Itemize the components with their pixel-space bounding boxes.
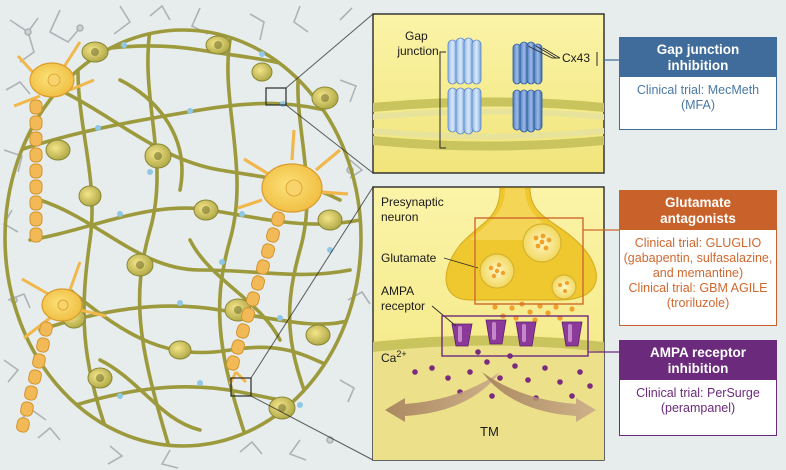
tm-arrows xyxy=(385,372,596,422)
neuron-icon xyxy=(13,41,349,433)
ampa-box: AMPA receptor inhibition Clinical trial:… xyxy=(619,340,777,436)
gap-junction-panel: Gap junction Cx43 xyxy=(372,13,605,174)
connexon-icon xyxy=(447,37,482,135)
ampa-highlight xyxy=(441,315,589,357)
background-astrocytes xyxy=(2,4,371,469)
gap-junction-title: Gap junction inhibition xyxy=(620,38,776,77)
glutamate-trials: Clinical trial: GLUGLIO (gabapentin, sul… xyxy=(623,236,773,310)
glutamate-highlight xyxy=(474,217,584,305)
tumor-network xyxy=(3,28,363,448)
glutamate-box: Glutamate antagonists Clinical trial: GL… xyxy=(619,190,777,326)
zoom-marker-synapse xyxy=(230,377,252,397)
cx43-label: Cx43 xyxy=(562,51,590,65)
glutamate-label: Glutamate xyxy=(381,251,437,265)
gap-junction-trial: Clinical trial: MecMeth (MFA) xyxy=(636,83,760,112)
zoom-marker-gap xyxy=(265,87,287,106)
ampa-title: AMPA receptor inhibition xyxy=(620,341,776,380)
tm-label: TM xyxy=(480,424,499,439)
ampa-trial: Clinical trial: PerSurge (perampanel) xyxy=(636,386,760,415)
calcium-label: Ca2+ xyxy=(381,349,407,365)
ampa-receptor-label: AMPA receptor xyxy=(381,284,425,313)
gap-junction-label: Gap junction xyxy=(396,29,438,58)
synapse-panel: Presynaptic neuron Glutamate AMPA recept… xyxy=(372,186,605,461)
glutamate-title: Glutamate antagonists xyxy=(620,191,776,230)
presynaptic-label: Presynaptic neuron xyxy=(381,195,447,224)
connexon-icon xyxy=(512,41,543,133)
gap-junction-box: Gap junction inhibition Clinical trial: … xyxy=(619,37,777,130)
